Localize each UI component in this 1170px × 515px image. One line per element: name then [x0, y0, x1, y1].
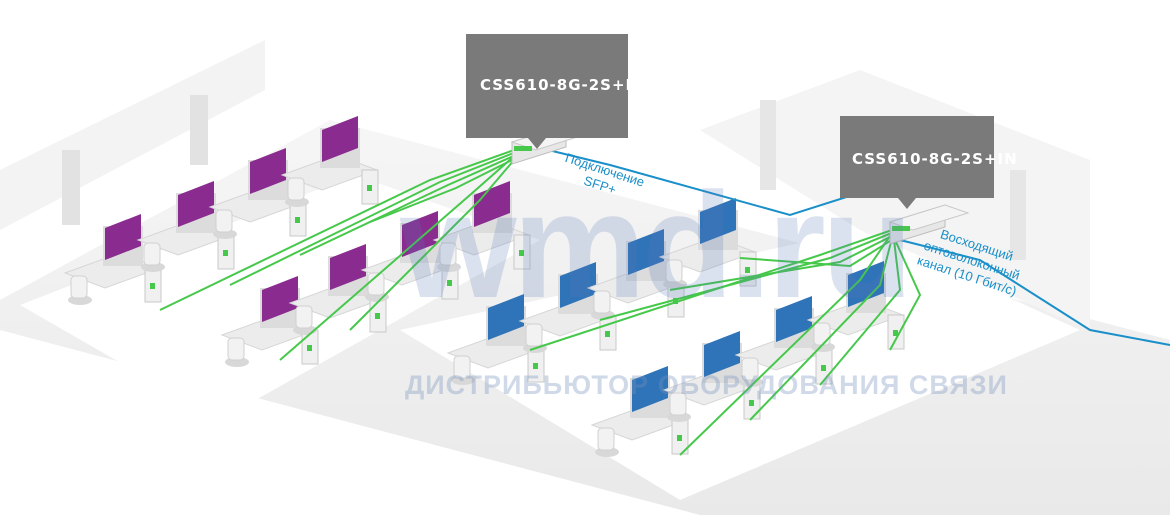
- right-workstation-6: [662, 331, 761, 422]
- window-right-1: [760, 100, 776, 190]
- right-workstation-8: [806, 261, 905, 352]
- left-workstation-5: [220, 276, 319, 367]
- cables-group: [159, 147, 1170, 456]
- ethernet-cable-5: [279, 157, 513, 361]
- window-right-2: [1010, 170, 1026, 260]
- ethernet-cable-9: [669, 233, 897, 291]
- ethernet-cable-13: [819, 239, 902, 386]
- ethernet-cable-14: [889, 241, 922, 351]
- switch-1-callout: CSS610-8G-2S+IN: [466, 34, 645, 149]
- watermark-caption: ДИСТРИБЬЮТОР ОБОРУДОВАНИЯ СВЯЗИ: [405, 370, 1008, 400]
- left-workstation-8: [432, 181, 531, 272]
- ethernet-cable-1: [159, 149, 515, 311]
- right-workstation-4: [658, 198, 757, 289]
- window-left-2: [190, 95, 208, 165]
- right-workstation-1: [446, 294, 545, 385]
- left-workstation-6: [288, 244, 387, 335]
- left-workstation-4: [280, 116, 379, 207]
- switch-1-model-label: CSS610-8G-2S+IN: [480, 76, 646, 94]
- right-workstation-3: [586, 229, 685, 320]
- ethernet-cable-4: [369, 155, 521, 223]
- left-workstation-3: [208, 148, 307, 239]
- ethernet-cable-12: [749, 237, 893, 421]
- switch-2-callout: CSS610-8G-2S+IN: [840, 116, 1017, 209]
- workstations-group: [63, 116, 905, 457]
- right-workstation-2: [518, 262, 617, 353]
- ethernet-cable-11: [679, 235, 891, 456]
- switch-2-model-label: CSS610-8G-2S+IN: [852, 150, 1018, 168]
- switch-2-device: [888, 204, 970, 245]
- ethernet-cable-3: [299, 153, 519, 256]
- ethernet-cable-6: [349, 159, 515, 331]
- uplink-fiber: [899, 239, 1170, 346]
- ethernet-cable-7: [529, 229, 893, 351]
- watermark-logo: wmd.ru: [400, 161, 913, 329]
- ethernet-cable-8: [599, 231, 895, 321]
- ethernet-cable-2: [229, 151, 517, 286]
- window-left-1: [62, 150, 80, 225]
- left-workstation-2: [136, 181, 235, 272]
